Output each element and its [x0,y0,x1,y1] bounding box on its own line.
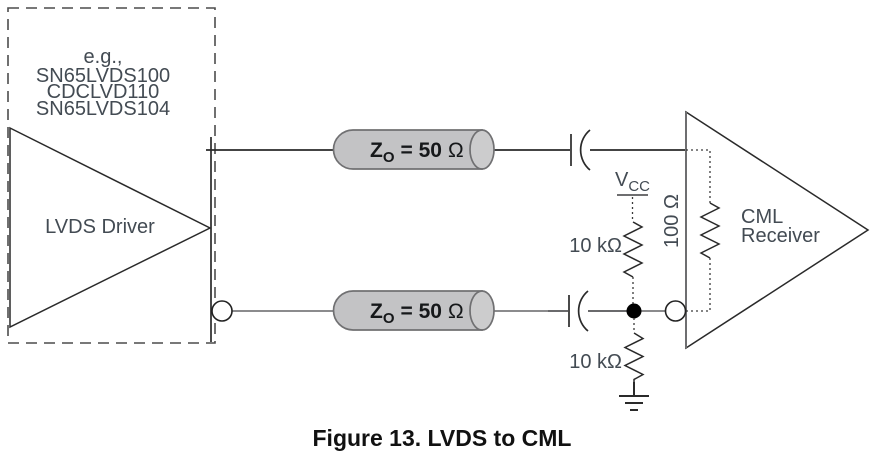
lvds-driver-block: e.g., SN65LVDS100 CDCLVD110 SN65LVDS104 … [7,7,216,344]
receiver-input-bubble [664,300,687,322]
ground-symbol [619,382,649,411]
lvds-driver-triangle [9,126,212,329]
termination-resistor-label: 100 Ω [661,194,683,248]
driver-example-line-2: SN65LVDS100 [36,65,170,87]
driver-example-line-3: CDCLVD110 [47,81,160,103]
vcc-label: VCC [615,169,650,195]
bias-network: VCC 10 kΩ 10 kΩ [569,169,650,411]
pullup-resistor-label: 10 kΩ [569,235,622,257]
coupling-capacitor-bottom [568,290,589,332]
cap-top-curved-plate [579,129,591,171]
cml-receiver-label-line2: Receiver [741,225,820,247]
pulldown-resistor [623,332,645,382]
driver-inversion-bubble [211,300,233,322]
tline-bottom-body [332,290,483,331]
driver-example-line-4: SN65LVDS104 [36,98,170,120]
tline-bottom-endcap [469,290,495,331]
lvds-driver-label: LVDS Driver [45,216,155,238]
pulldown-resistor-label: 10 kΩ [569,351,622,373]
cml-receiver-label-line1: CML [741,206,783,228]
termination-resistor [699,202,721,259]
signal-traces [206,149,686,312]
termination-dotted-bottom [684,258,711,312]
cml-receiver-block: 100 Ω CML Receiver [661,110,870,350]
figure-caption: Figure 13. LVDS to CML [313,425,572,451]
cap-bottom-curved-plate [577,290,589,332]
tline-top-body [332,129,483,170]
driver-example-line-1: e.g., [84,46,123,68]
junction-dot [626,303,642,319]
coupling-capacitor-top [570,129,591,171]
pullup-resistor [622,221,644,278]
tline-top-endcap [469,129,495,170]
